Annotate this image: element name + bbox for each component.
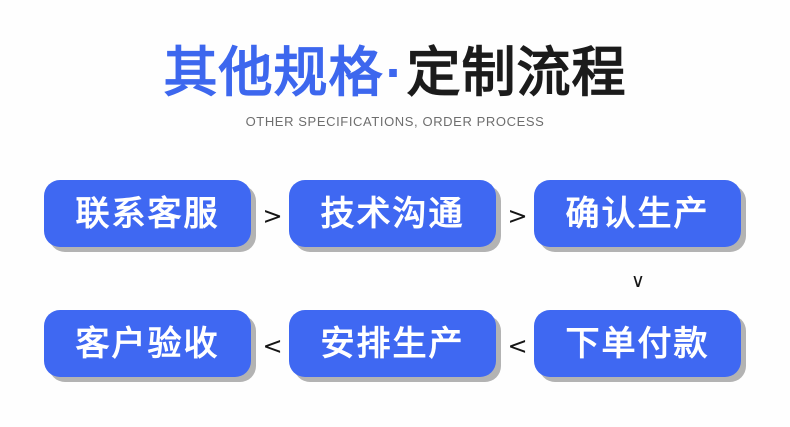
arrow-down-glyph: ∨ — [631, 270, 645, 292]
arrow-left-icon-1: < — [262, 332, 283, 360]
step-label: 下单付款 — [565, 324, 710, 363]
step-label: 客户验收 — [75, 324, 220, 363]
process-step-place-order-payment[interactable]: 下单付款 — [534, 310, 746, 382]
step-box[interactable]: 确认生产 — [534, 180, 741, 247]
process-flow: 联系客服 > 技术沟通 > 确认生产 ∨ — [0, 180, 790, 400]
row-connector-area: ∨ — [0, 270, 790, 292]
step-label: 联系客服 — [75, 194, 220, 233]
step-label: 确认生产 — [565, 194, 710, 233]
process-step-arrange-production[interactable]: 安排生产 — [289, 310, 501, 382]
banner-header: 其他规格·定制流程 OTHER SPECIFICATIONS, ORDER PR… — [0, 42, 790, 129]
step-box[interactable]: 下单付款 — [534, 310, 741, 377]
title-dark-part: 定制流程 — [406, 43, 627, 103]
page-subtitle: OTHER SPECIFICATIONS, ORDER PROCESS — [245, 114, 545, 129]
process-step-contact-support[interactable]: 联系客服 — [44, 180, 256, 252]
step-box[interactable]: 联系客服 — [44, 180, 251, 247]
step-label: 安排生产 — [320, 324, 465, 363]
arrow-down-icon: ∨ — [0, 270, 790, 292]
step-box[interactable]: 安排生产 — [289, 310, 496, 377]
arrow-right-icon-2: > — [507, 202, 528, 230]
process-row-2: 客户验收 < 安排生产 < 下单付款 — [0, 310, 790, 400]
arrow-right-icon-1: > — [262, 202, 283, 230]
process-step-customer-acceptance[interactable]: 客户验收 — [44, 310, 256, 382]
page-title: 其他规格·定制流程 — [0, 42, 790, 104]
arrow-left-icon-2: < — [507, 332, 528, 360]
step-label: 技术沟通 — [320, 194, 465, 233]
process-step-technical-communication[interactable]: 技术沟通 — [289, 180, 501, 252]
step-box[interactable]: 技术沟通 — [289, 180, 496, 247]
title-blue-part: 其他规格 — [163, 43, 384, 103]
title-separator-dot: · — [385, 43, 405, 103]
step-box[interactable]: 客户验收 — [44, 310, 251, 377]
process-row-1: 联系客服 > 技术沟通 > 确认生产 — [0, 180, 790, 270]
process-step-confirm-production[interactable]: 确认生产 — [534, 180, 746, 252]
